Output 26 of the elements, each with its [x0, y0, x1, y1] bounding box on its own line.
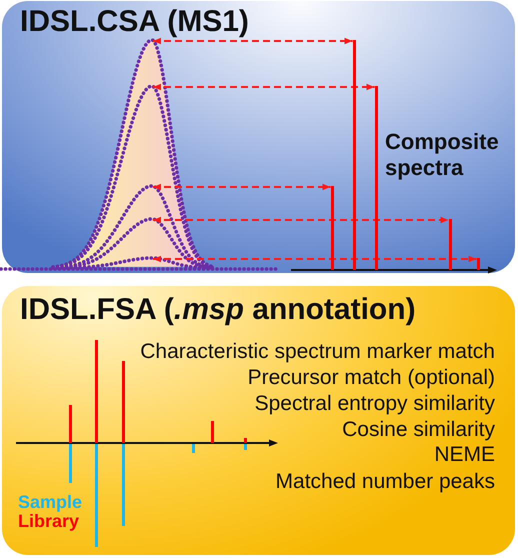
dashed-arrow: [153, 256, 476, 262]
chromatographic-peak: [53, 86, 213, 268]
metric-label: Cosine similarity: [342, 417, 495, 443]
spectrum-bar: [374, 86, 378, 270]
rounded-panel: [2, 286, 515, 555]
chromatographic-peak: [53, 219, 213, 268]
metric-label: Precursor match (optional): [248, 365, 495, 391]
panel-title: IDSL.CSA (MS1): [20, 4, 249, 38]
dashed-arrow: [153, 216, 448, 224]
legend-label: Sample: [18, 493, 82, 512]
panel-title: IDSL.FSA (.msp annotation): [20, 292, 416, 326]
spectrum-bar: [352, 40, 356, 270]
spectrum-bar: [448, 219, 452, 270]
dashed-arrow: [153, 38, 352, 44]
legend-label: Library: [18, 512, 80, 531]
metric-label: NEME: [434, 442, 495, 468]
dashed-arrow: [153, 84, 374, 90]
metric-label: Characteristic spectrum marker match: [140, 339, 495, 365]
rounded-panel: [2, 1, 515, 273]
spectrum-bar: [330, 186, 334, 270]
spectrum-bar: [476, 258, 480, 270]
metric-label: Matched number peaks: [276, 469, 495, 495]
metric-label: Spectral entropy similarity: [254, 391, 495, 417]
chromatographic-peak: [53, 186, 213, 268]
dashed-arrow: [153, 184, 330, 190]
spectra-caption: Composite spectra: [385, 129, 500, 181]
